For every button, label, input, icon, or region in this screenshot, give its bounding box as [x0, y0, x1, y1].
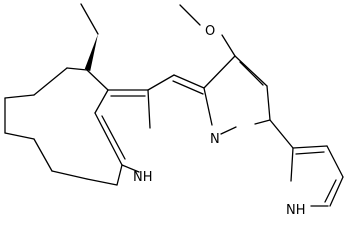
ring-chain-bond-7 — [51, 170, 88, 180]
methine-double-bond-2 — [172, 80, 204, 95]
methine-bond — [147, 74, 175, 91]
pyrrolylidene-inner-double-bond — [239, 61, 264, 86]
methoxy-bond-2 — [179, 4, 201, 26]
terminal-pyrrole-double-bond-2 — [324, 179, 337, 203]
atom-labels: O N NH NH — [133, 24, 306, 218]
pyrrolylidene-bond-2 — [234, 55, 268, 87]
ring-chain-bond-2 — [33, 67, 68, 96]
pyrrole-a-bond-3 — [94, 112, 123, 166]
pyrrole-nh-label: NH — [133, 170, 153, 185]
pyrrolylidene-bond-5 — [203, 87, 213, 126]
terminal-pyrrole-bond-5 — [290, 147, 294, 182]
ethyl-terminal-bond — [80, 3, 99, 35]
ring-chain-bond-6 — [33, 138, 53, 172]
pyrrolylidene-bond-6 — [220, 126, 237, 135]
oxygen-label: O — [205, 24, 215, 39]
pyrrole-a-inner-double-bond — [101, 115, 126, 160]
terminal-pyrrole-bond-3 — [326, 145, 344, 178]
ring-chain-bond-9 — [116, 164, 123, 186]
pyrrolylidene-bond-4 — [254, 119, 271, 125]
terminal-pyrrole-double-bond-1 — [295, 151, 325, 155]
stereo-wedge-bond — [84, 34, 98, 72]
ring-chain-bond-10 — [86, 69, 109, 91]
terminal-pyrrole-bond-1 — [269, 119, 294, 149]
ring-chain-bond-5 — [4, 132, 35, 140]
methoxy-bond-1 — [221, 34, 236, 57]
terminal-pyrrole-bond-4 — [329, 176, 344, 207]
pyrrolylidene-bond-3 — [266, 85, 271, 121]
ring-chain-bond-8 — [86, 178, 118, 186]
pyrrole-a-bond-5 — [147, 89, 151, 129]
pyrrole-a-bond-4 — [121, 164, 140, 173]
ring-chain-bond-3 — [4, 94, 35, 99]
methine-double-bond-1 — [173, 74, 205, 89]
ring-chain-bond-1 — [66, 67, 88, 71]
terminal-pyrrole-nh-label: NH — [286, 203, 306, 218]
imine-nitrogen-label: N — [210, 132, 220, 147]
molecule-structure: O N NH NH — [4, 3, 344, 218]
pyrrolylidene-bond-1 — [203, 55, 236, 89]
bond-lines — [4, 3, 344, 207]
terminal-pyrrole-bond-2 — [292, 145, 328, 149]
pyrrole-a-bond-2 — [94, 89, 109, 114]
